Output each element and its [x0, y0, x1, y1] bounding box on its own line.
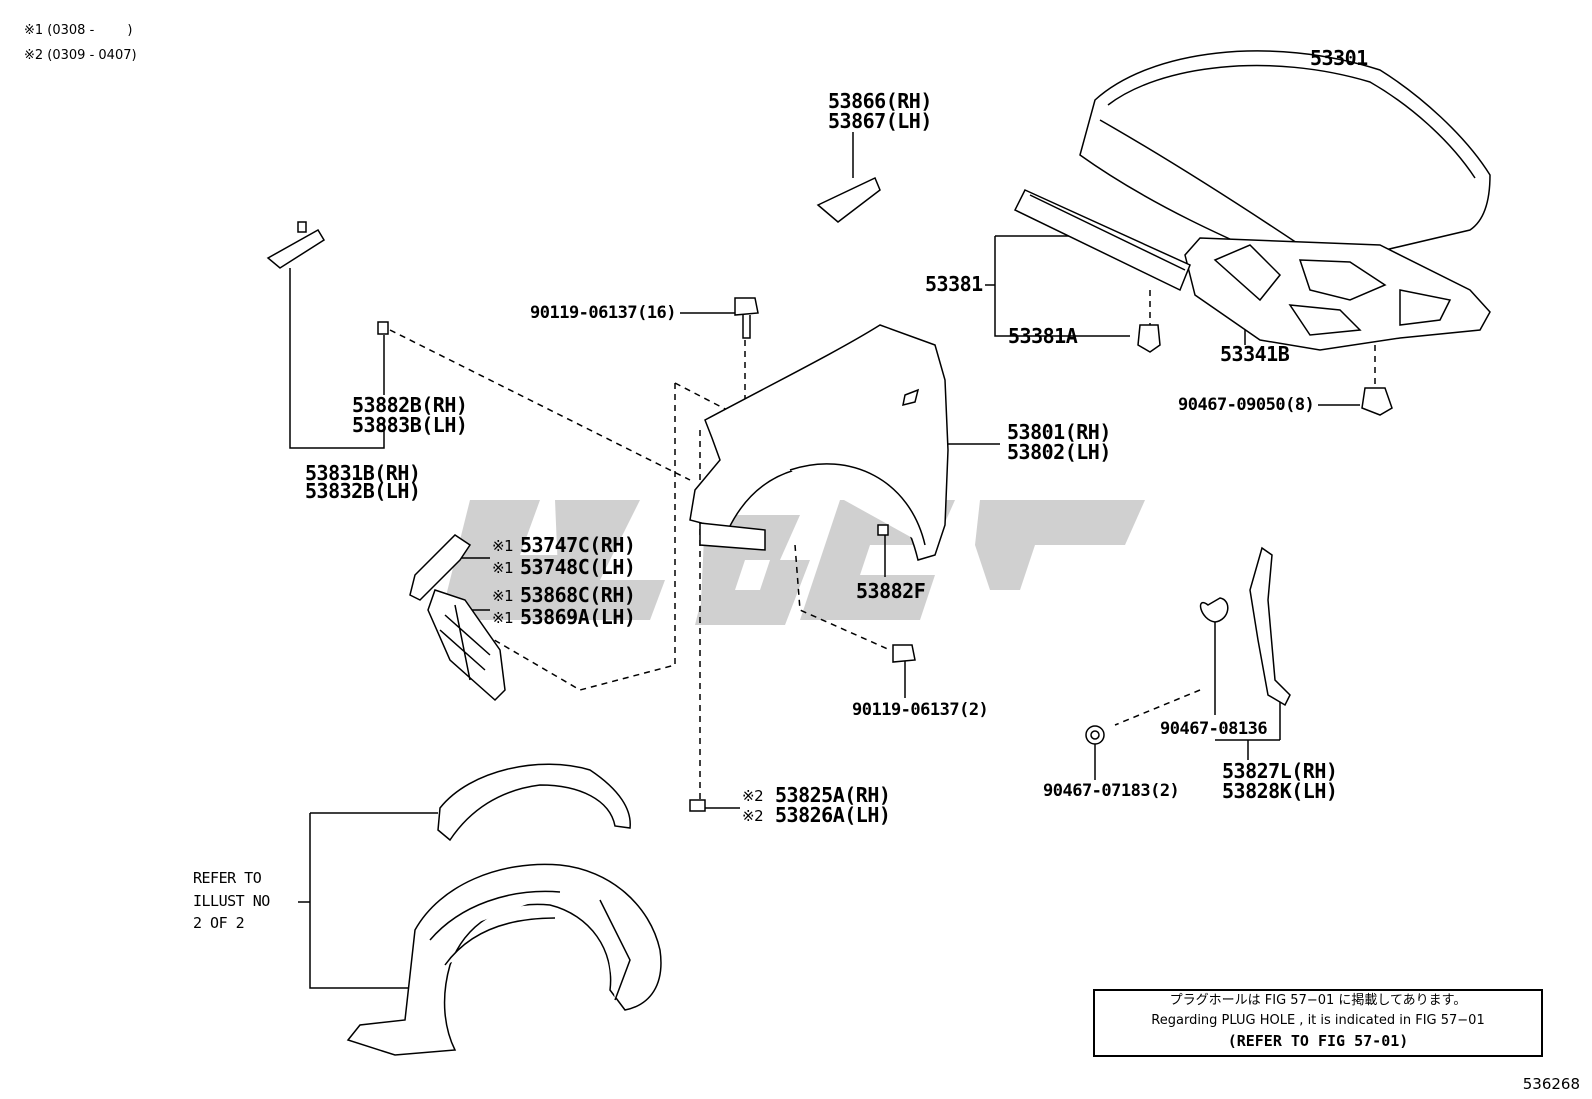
label-53801[interactable]: 53801(RH) — [1007, 420, 1111, 444]
label-53869a[interactable]: 53869A(LH) — [520, 605, 636, 629]
hood-seal-53381 — [1013, 189, 1191, 292]
label-53381[interactable]: 53381 — [925, 272, 983, 296]
note-line-1: プラグホールは FIG 57−01 に掲載してあります。 — [1169, 993, 1467, 1008]
mark-2-a: ※2 — [742, 787, 764, 805]
side-bracket-53747c — [409, 534, 472, 601]
label-53825a[interactable]: 53825A(RH) — [775, 783, 891, 807]
label-90119-06137-16[interactable]: 90119-06137(16) — [530, 303, 677, 323]
label-90467-09050[interactable]: 90467-09050(8) — [1178, 395, 1315, 415]
label-53802[interactable]: 53802(LH) — [1007, 440, 1111, 464]
bolt-icons — [734, 297, 916, 663]
note-line-2: Regarding PLUG HOLE , it is indicated in… — [1151, 1013, 1485, 1028]
legend: ※1 (0308 - ) ※2 (0309 - 0407) — [24, 18, 137, 68]
label-53867[interactable]: 53867(LH) — [828, 109, 932, 133]
bracket-53882b-icon — [377, 321, 389, 335]
fender-mark-icon — [816, 176, 881, 223]
mark-1-c: ※1 — [492, 587, 514, 605]
hood-53301 — [1079, 50, 1491, 271]
label-53381a[interactable]: 53381A — [1008, 324, 1078, 348]
seal-53827l — [1249, 546, 1291, 707]
label-53882b[interactable]: 53882B(RH) — [352, 393, 468, 417]
label-53747c[interactable]: 53747C(RH) — [520, 533, 636, 557]
label-53748c[interactable]: 53748C(LH) — [520, 555, 636, 579]
refer-line-3: 2 OF 2 — [193, 914, 245, 932]
label-53301[interactable]: 53301 — [1310, 46, 1368, 70]
refer-line-1: REFER TO — [193, 869, 262, 887]
dashed-lines — [389, 290, 1376, 800]
fender-liner-upper — [437, 763, 631, 842]
legend-line-1: ※1 (0308 - ) — [24, 23, 133, 38]
liner-53825a-icon — [689, 799, 706, 812]
hood-insulator-53341b — [1184, 237, 1491, 351]
legend-line-2: ※2 (0309 - 0407) — [24, 48, 137, 63]
label-53826a[interactable]: 53826A(LH) — [775, 803, 891, 827]
refer-line-2: ILLUST NO — [193, 892, 270, 910]
label-53882f[interactable]: 53882F — [856, 579, 926, 603]
bracket-53831b-icon — [266, 221, 326, 269]
note-refer-link[interactable]: (REFER TO FIG 57-01) — [1227, 1032, 1409, 1050]
label-53866[interactable]: 53866(RH) — [828, 89, 932, 113]
side-seal-53868c — [427, 589, 506, 702]
mark-1-b: ※1 — [492, 559, 514, 577]
label-53868c[interactable]: 53868C(RH) — [520, 583, 636, 607]
label-90467-08136[interactable]: 90467-08136 — [1160, 719, 1268, 739]
plug-hole-note: プラグホールは FIG 57−01 に掲載してあります。 Regarding P… — [1093, 989, 1543, 1057]
label-53827l[interactable]: 53827L(RH) — [1222, 759, 1338, 783]
front-fender-53801 — [689, 324, 949, 561]
mark-1-d: ※1 — [492, 609, 514, 627]
label-90467-07183[interactable]: 90467-07183(2) — [1043, 781, 1180, 801]
figure-number: 536268 — [1522, 1075, 1580, 1093]
mark-1-a: ※1 — [492, 537, 514, 555]
label-53341b[interactable]: 53341B — [1220, 342, 1290, 366]
clip-53882f-icon — [877, 524, 889, 536]
mark-2-b: ※2 — [742, 807, 764, 825]
label-53831b[interactable]: 53831B(RH) — [305, 461, 421, 485]
label-90119-06137-2[interactable]: 90119-06137(2) — [852, 700, 989, 720]
label-53883b[interactable]: 53883B(LH) — [352, 413, 468, 437]
label-53828k[interactable]: 53828K(LH) — [1222, 779, 1338, 803]
fender-liner-lower — [346, 863, 662, 1056]
label-53832b[interactable]: 53832B(LH) — [305, 479, 421, 503]
clip-icons — [1085, 324, 1393, 745]
